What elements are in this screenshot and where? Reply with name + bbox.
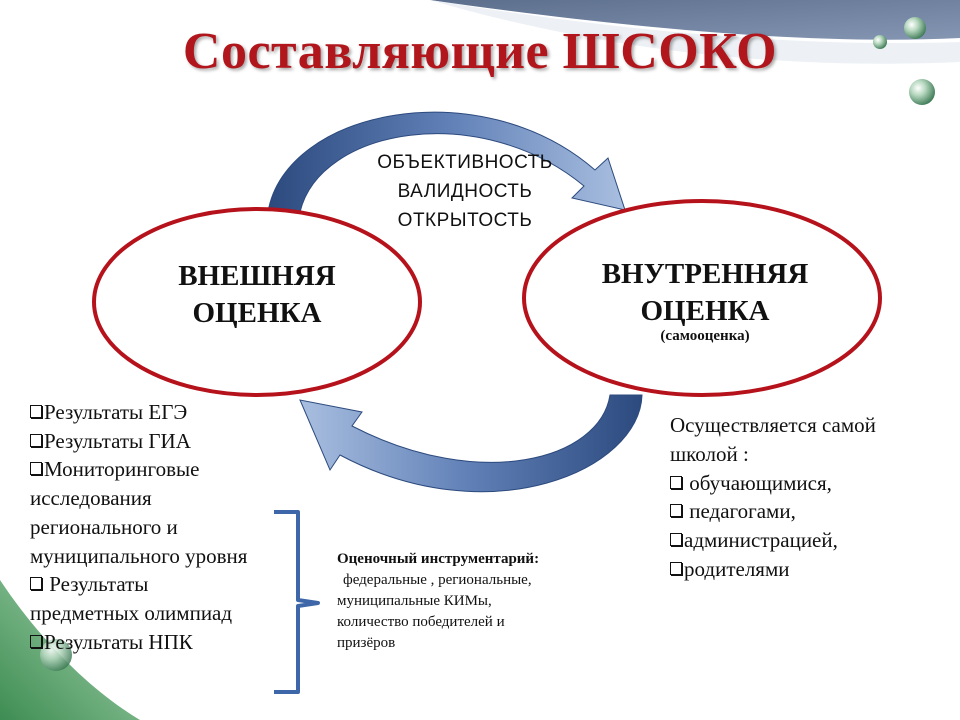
tools-line: призёров [337,635,396,651]
list-item: Мониторинговые [30,455,330,484]
checkbox-icon [30,405,42,418]
checkbox-icon [30,462,42,476]
bottom-left-green-corner [0,580,140,720]
external-evaluation-label: ВНЕШНЯЯ ОЦЕНКА [137,258,377,332]
list-item: муниципального уровня [30,543,248,568]
criteria-validity: ВАЛИДНОСТЬ [397,181,533,202]
external-line1: ВНЕШНЯЯ [178,260,336,292]
external-evaluation-ellipse [92,207,422,397]
tools-line: федеральные , региональные, [343,572,532,588]
list-item: предметных олимпиад [30,600,233,625]
tools-bracket [274,510,320,694]
list-item: педагогами, [670,497,940,526]
list-item: Результаты ГИА [30,427,330,456]
checkbox-icon [670,561,682,575]
top-cycle-arrow [267,111,626,213]
list-item: Результаты НПК [30,628,330,657]
external-line2: ОЦЕНКА [192,297,322,329]
internal-line2: ОЦЕНКА [640,295,770,327]
internal-evaluation-label: ВНУТРЕННЯЯ ОЦЕНКА (самооценка) [570,256,840,345]
external-results-list: Результаты ЕГЭ Результаты ГИА Мониторинг… [30,398,330,656]
criteria-objectivity: ОБЪЕКТИВНОСТЬ [377,152,553,173]
checkbox-icon [670,533,682,547]
list-item: исследования [30,486,152,511]
internal-line1: ВНУТРЕННЯЯ [601,258,809,290]
water-drop [904,17,926,39]
checkbox-icon [670,504,682,518]
criteria-openness: ОТКРЫТОСТЬ [397,210,533,231]
list-item: обучающимися, [670,469,940,498]
water-drop [40,639,72,671]
internal-intro-line2: школой : [670,441,749,466]
page-title: Составляющие ШСОКО [182,23,778,80]
internal-note: (самооценка) [660,328,750,344]
internal-intro-line1: Осуществляется самой [670,413,876,437]
tools-heading: Оценочный инструментарий: [337,551,540,567]
checkbox-icon [30,433,42,447]
checkbox-icon [30,577,42,591]
assessment-tools-block: Оценочный инструментарий: федеральные , … [337,549,597,654]
checkbox-icon [670,475,682,489]
list-item: регионального и [30,514,178,539]
bottom-cycle-arrow [299,394,643,493]
top-right-band-light [430,0,960,64]
list-item: Результаты [30,570,330,599]
internal-evaluation-ellipse [522,199,882,397]
list-item: Результаты ЕГЭ [30,398,330,427]
criteria-block: ОБЪЕКТИВНОСТЬ ВАЛИДНОСТЬ ОТКРЫТОСТЬ [330,148,600,235]
tools-line: количество победителей и [337,614,505,630]
list-item: родителями [670,555,940,584]
checkbox-icon [30,634,42,648]
tools-line: муниципальные КИМы, [337,593,492,609]
water-drop [909,79,935,105]
top-right-band [430,0,960,40]
water-drop [873,35,887,49]
list-item: администрацией, [670,526,940,555]
internal-participants-list: Осуществляется самой школой : обучающими… [670,411,940,584]
